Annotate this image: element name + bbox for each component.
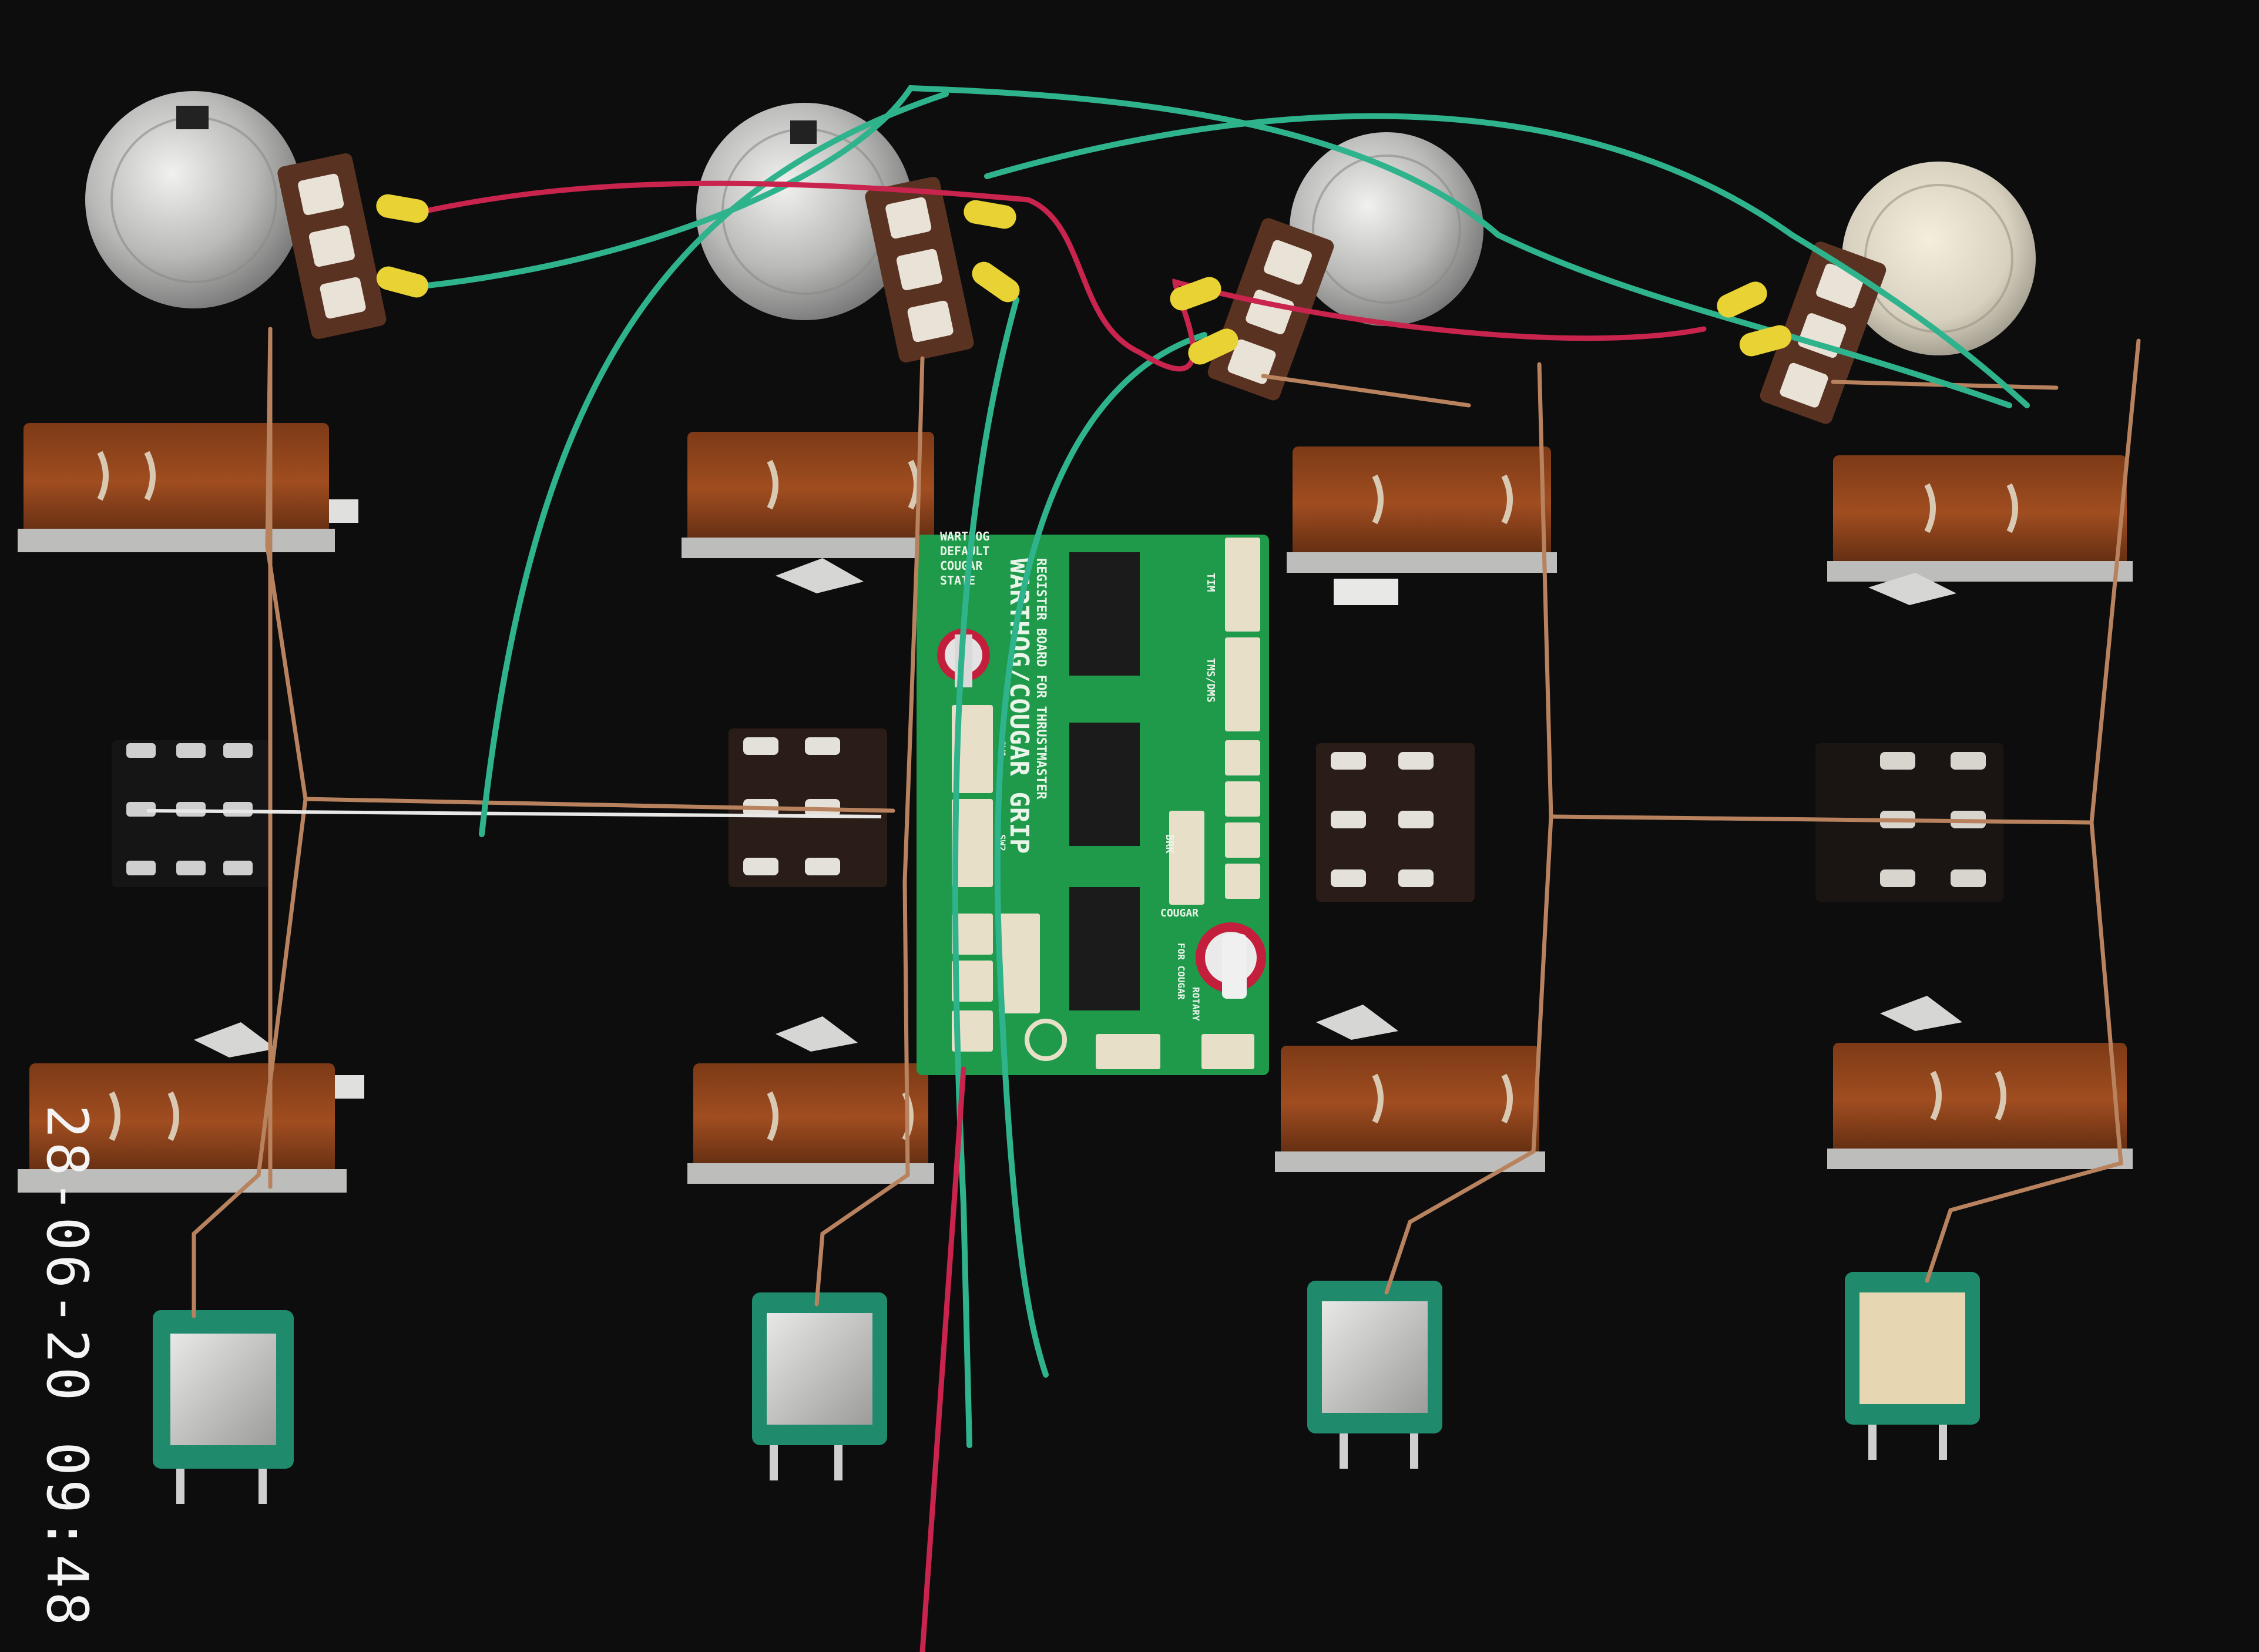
potentiometer-4	[1760, 162, 2036, 424]
red-wires	[420, 180, 1707, 1652]
pcb-mode-label-0: WARTHOG	[940, 529, 989, 543]
slide-switch-8	[1827, 996, 2133, 1169]
slide-switch-3	[1287, 446, 1557, 605]
slide-switch-4	[1827, 455, 2133, 605]
potentiometer-3	[1207, 132, 1483, 401]
green-wires	[402, 85, 2030, 1448]
ic-chip-2	[1069, 723, 1140, 846]
pushbutton-switch-1	[112, 740, 270, 887]
yellow-sleeves	[376, 194, 1792, 365]
photo-timestamp: 28-06-20 09:48	[34, 1104, 100, 1630]
pushbutton-switch-3	[1316, 743, 1475, 902]
copper-wires	[192, 327, 2141, 1318]
pcb-connectors-left	[952, 705, 1254, 1069]
rotary-encoder-3	[1307, 1281, 1442, 1469]
pcb-title-line1: REGISTER BOARD FOR THRUSTMASTER	[1033, 558, 1048, 800]
register-pcb: REGISTER BOARD FOR THRUSTMASTER WARTHOG/…	[917, 529, 1269, 1075]
potentiometer-1	[85, 91, 387, 339]
pcb-connector-label-0: TIM	[1204, 573, 1217, 592]
rotary-encoder-1	[153, 1310, 294, 1504]
slide-switch-2	[682, 432, 940, 593]
potentiometer-2	[696, 103, 974, 362]
pcb-connector-label-3: COUGAR	[1160, 907, 1199, 919]
ic-chip-1	[1069, 552, 1140, 676]
silver-bus-wire	[146, 809, 882, 818]
pcb-connector-label-2: BRK	[1163, 834, 1176, 854]
pcb-connector-label-4: FOR COUGAR	[1176, 943, 1187, 1000]
slide-switch-5	[18, 1022, 364, 1193]
slide-switch-7	[1275, 1005, 1545, 1172]
ic-chip-3	[1069, 887, 1140, 1010]
pcb-mode-label-1: DEFAULT	[940, 544, 989, 558]
slide-switch-1	[18, 423, 358, 552]
slide-switch-6	[687, 1016, 934, 1184]
pcb-connector-label-1: TMS/DMS	[1204, 658, 1217, 703]
rotary-encoder-2	[752, 1292, 887, 1480]
rotary-encoder-4	[1845, 1272, 1980, 1460]
pcb-knob-2	[1196, 922, 1266, 999]
pcb-connector-label-5: ROTARY	[1190, 987, 1201, 1021]
pcb-connectors-right	[1169, 538, 1260, 905]
pcb-mode-label-2: COUGAR	[940, 559, 983, 573]
